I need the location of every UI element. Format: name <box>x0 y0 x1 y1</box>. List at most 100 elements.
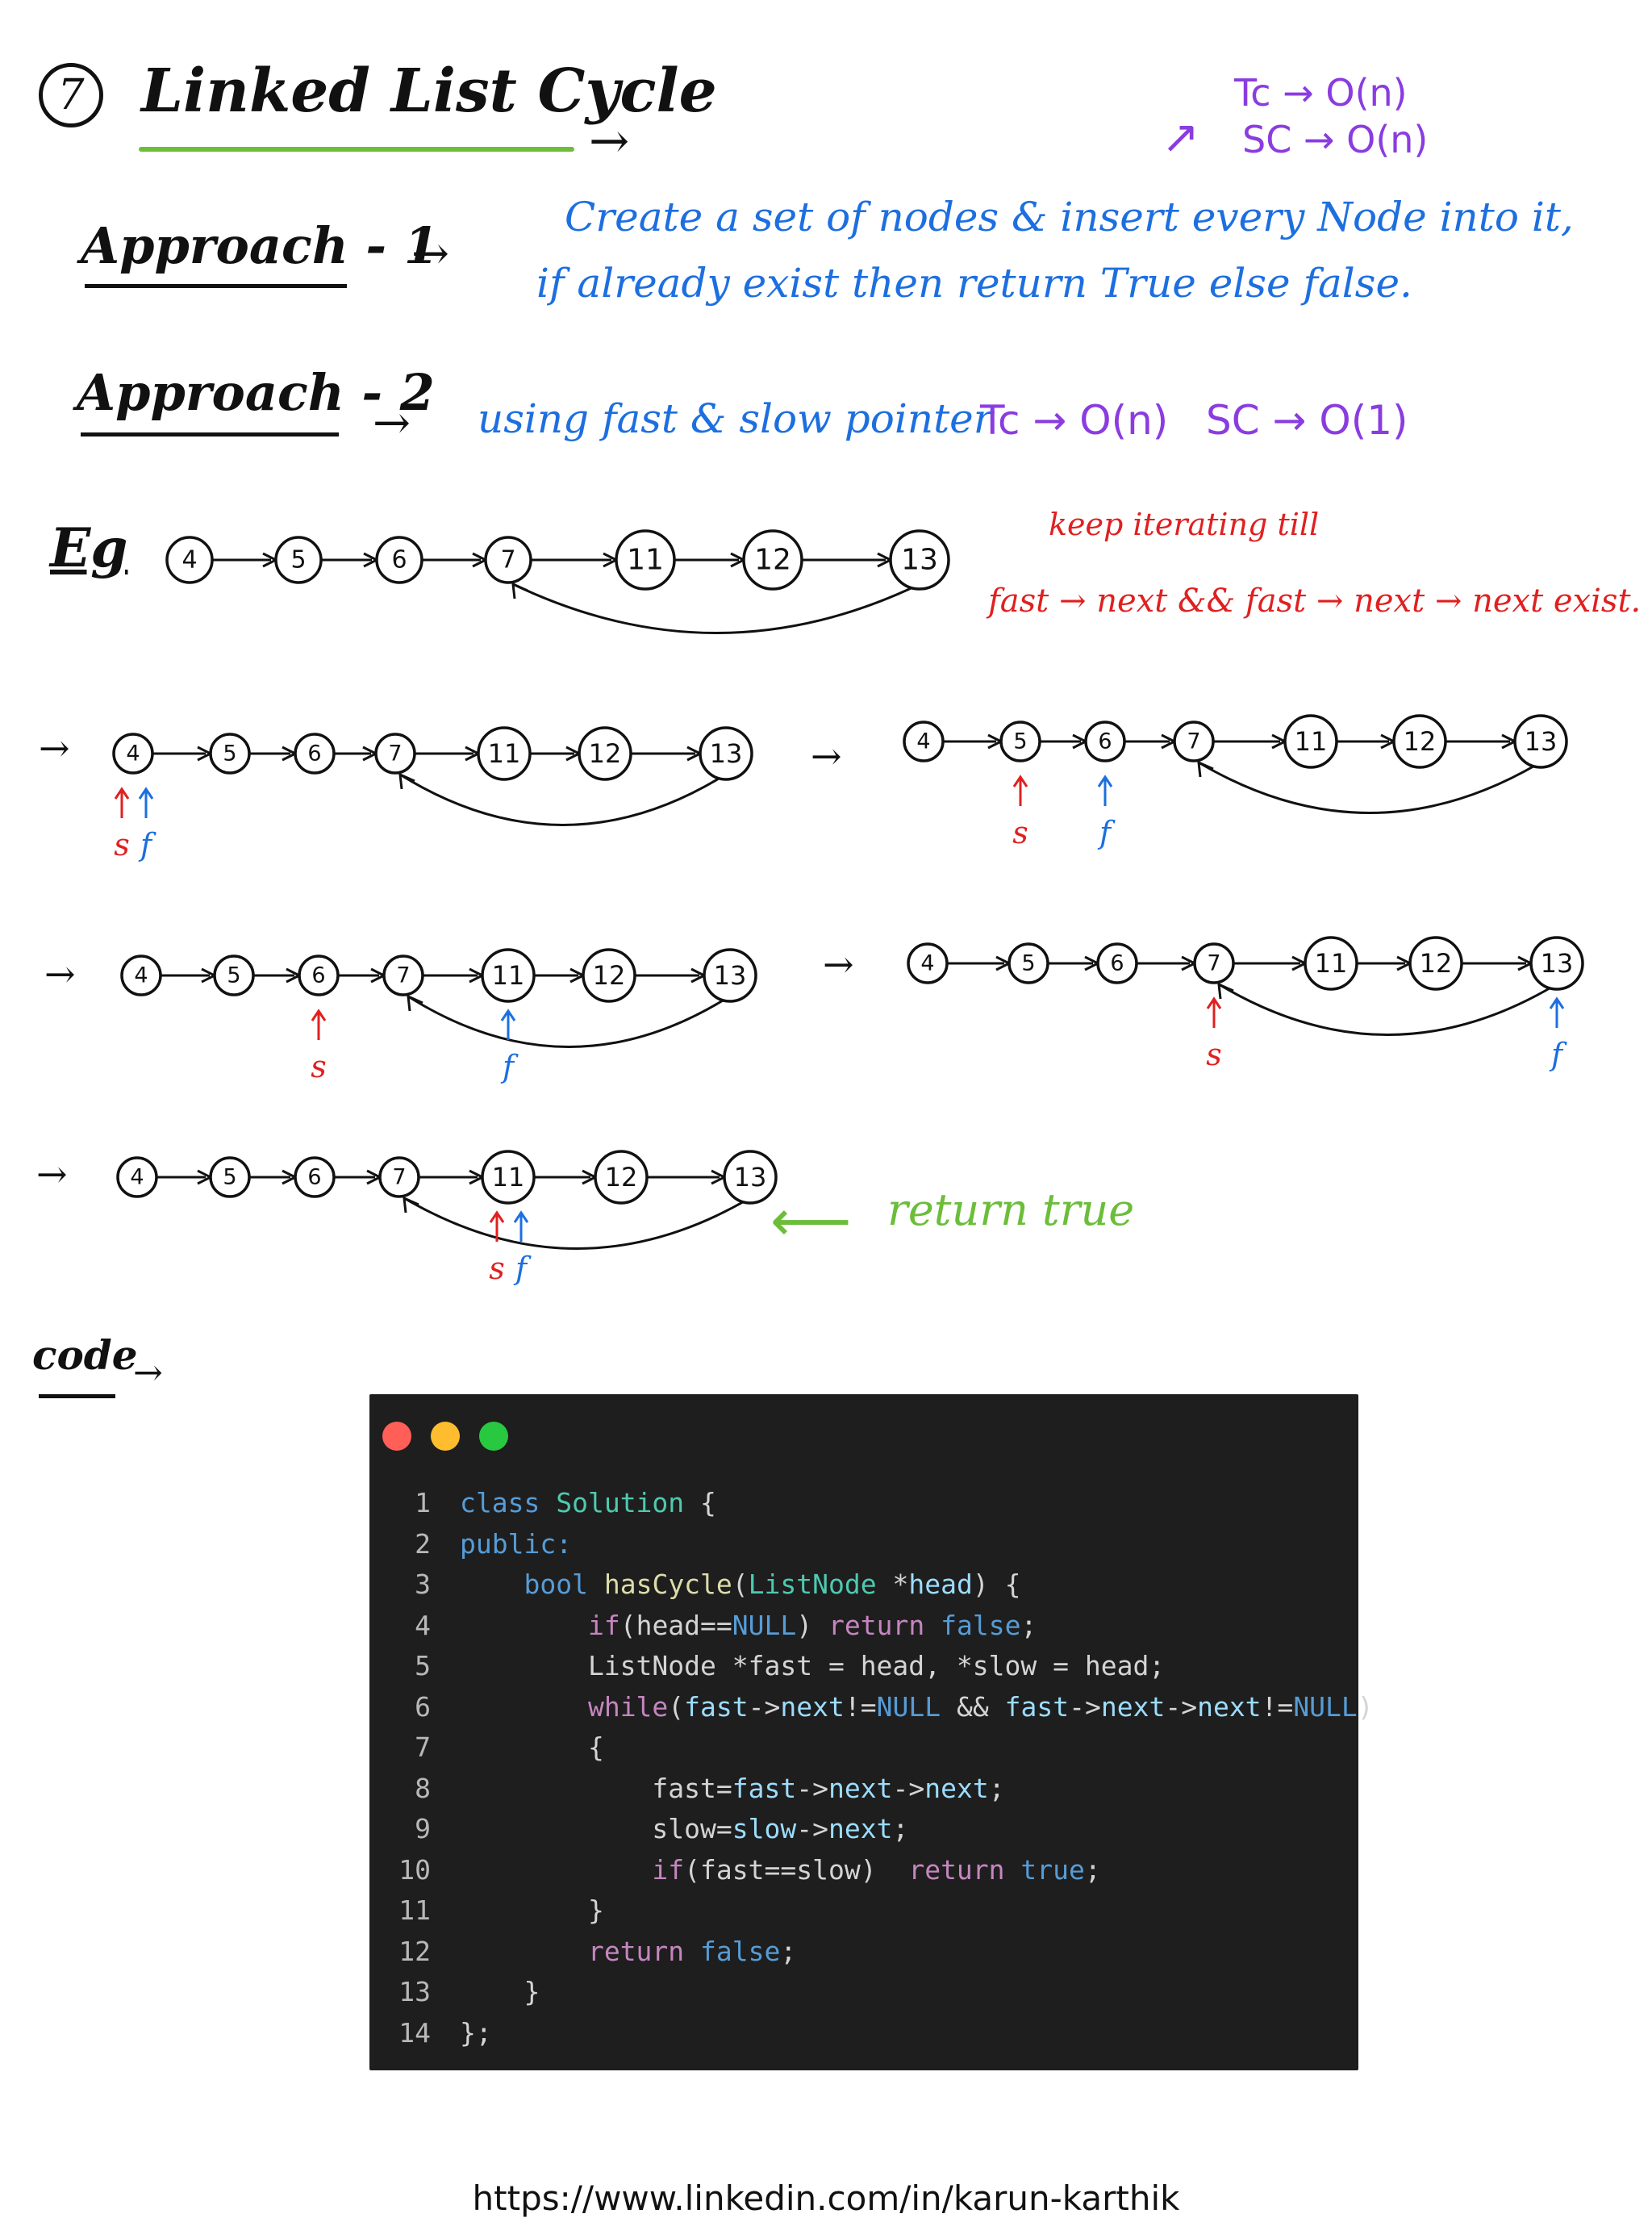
code-token <box>460 1610 588 1641</box>
list-node-value: 11 <box>627 544 664 577</box>
list-node-value: 5 <box>227 963 240 988</box>
list-node-value: 5 <box>1021 951 1035 976</box>
list-node-value: 12 <box>754 544 791 577</box>
list-node <box>294 733 336 775</box>
code-token: ) <box>1357 1690 1374 1723</box>
code-token: -> <box>796 1772 828 1804</box>
list-node <box>742 529 803 591</box>
list-node <box>889 529 950 591</box>
cycle-arrowhead <box>398 772 415 790</box>
list-node <box>999 721 1041 762</box>
code-label-underline <box>39 1394 115 1398</box>
page-title: Linked List Cycle <box>141 56 717 126</box>
code-token: fast <box>732 1772 797 1804</box>
list-node-value: 11 <box>492 1162 525 1193</box>
list-node-value: 7 <box>1187 729 1200 754</box>
code-token: NULL <box>732 1609 797 1641</box>
line-number: 11 <box>398 1894 431 1926</box>
list-node-value: 5 <box>1013 729 1027 754</box>
cycle-edge <box>407 995 728 1048</box>
code-token: ) <box>796 1609 829 1641</box>
list-node-value: 11 <box>1295 726 1328 757</box>
list-node <box>1173 721 1215 762</box>
code-label-arrow: → <box>133 1352 163 1393</box>
list-node-value: 7 <box>388 741 402 766</box>
list-node-value: 13 <box>734 1162 767 1193</box>
list-node <box>481 1150 536 1205</box>
code-token: next <box>780 1690 845 1723</box>
line-number: 7 <box>415 1731 431 1763</box>
line-number: 8 <box>415 1772 431 1804</box>
list-node <box>1007 942 1049 984</box>
cycle-edge <box>403 1197 748 1250</box>
code-token: slow= <box>460 1813 732 1844</box>
list-node-value: 13 <box>1525 726 1558 757</box>
iterate-note-line1: keep iterating till <box>1049 507 1320 542</box>
list-node-value: 12 <box>605 1162 638 1193</box>
approach-2-label: Approach - 2 <box>77 363 435 422</box>
approach-2-text: using fast & slow pointer <box>478 395 993 442</box>
code-token <box>540 1487 556 1518</box>
code-token: != <box>844 1690 877 1723</box>
list-node <box>382 954 424 996</box>
list-node <box>1084 721 1126 762</box>
list-node-value: 6 <box>391 546 407 574</box>
code-token: ListNode <box>748 1568 877 1600</box>
code-line: 8 fast=fast->next->next; <box>386 1769 1374 1810</box>
code-token: while <box>587 1690 669 1723</box>
approach-1-line1: Create a set of nodes & insert every Nod… <box>565 194 1574 240</box>
list-node <box>294 1156 336 1198</box>
list-node-value: 12 <box>1420 948 1453 979</box>
code-token: head <box>908 1568 973 1600</box>
fast-pointer-label: f <box>500 1049 519 1084</box>
code-token <box>460 1568 524 1600</box>
cycle-edge <box>399 773 724 826</box>
traffic-light-yellow <box>431 1422 460 1451</box>
number-badge: 7 <box>39 63 103 127</box>
code-token <box>588 1568 604 1600</box>
list-node-value: 7 <box>396 963 410 988</box>
return-true-note: return true <box>887 1184 1135 1235</box>
line-number: 3 <box>415 1568 431 1600</box>
code-token: ( <box>668 1690 685 1723</box>
code-token: next <box>828 1772 893 1804</box>
step-5-arrow: → <box>36 1152 68 1196</box>
list-node <box>374 733 416 775</box>
list-node-value: 5 <box>290 546 306 574</box>
code-token: true <box>1020 1853 1085 1886</box>
cycle-edge <box>1198 761 1538 814</box>
code-token: ) { <box>972 1568 1021 1600</box>
list-node-value: 4 <box>126 741 140 766</box>
list-node-value: 12 <box>1404 726 1437 757</box>
list-node <box>582 948 636 1003</box>
slow-pointer-arrowhead <box>489 1210 505 1223</box>
cycle-arrowhead <box>1197 760 1214 778</box>
code-token <box>460 1936 588 1967</box>
title-arrow: → <box>589 113 630 169</box>
list-node-value: 12 <box>593 960 626 991</box>
code-token: public: <box>460 1527 573 1560</box>
list-node-value: 11 <box>492 960 525 991</box>
cycle-arrowhead <box>407 994 423 1012</box>
code-token: ListNode *fast = head, *slow = head; <box>460 1650 1166 1681</box>
code-token: Solution <box>556 1487 685 1518</box>
fast-pointer-label: f <box>1549 1037 1567 1072</box>
fast-pointer-arrowhead <box>138 787 154 800</box>
code-token: next <box>1100 1690 1166 1723</box>
cycle-arrowhead <box>511 582 528 599</box>
list-node <box>1304 936 1358 991</box>
list-node <box>1529 936 1584 991</box>
list-node <box>209 1156 251 1198</box>
slow-pointer-arrowhead <box>1012 775 1028 787</box>
code-token: false <box>941 1609 1021 1641</box>
approach-2-underline <box>81 432 339 436</box>
code-token <box>460 1691 588 1723</box>
slow-pointer-label: s <box>1012 815 1028 850</box>
list-node-value: 4 <box>134 963 148 988</box>
approach-1-underline <box>85 284 347 288</box>
list-node <box>1096 942 1138 984</box>
fast-pointer-arrowhead <box>500 1009 516 1021</box>
